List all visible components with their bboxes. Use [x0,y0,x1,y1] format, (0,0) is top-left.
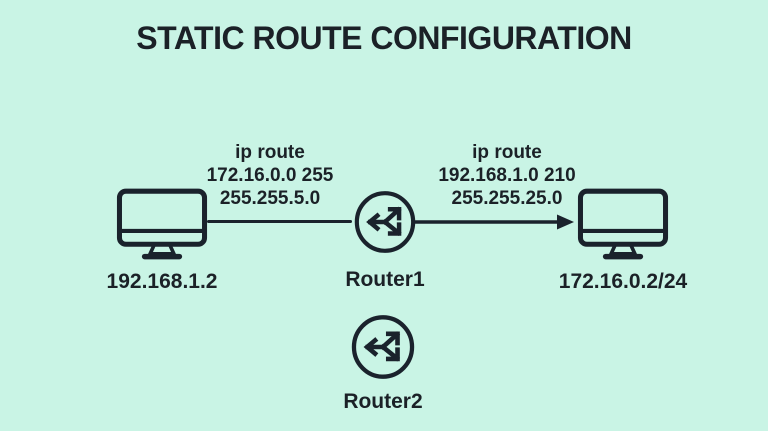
pc-right-label: 172.16.0.2/24 [558,270,688,293]
right-caption-line-2: 192.168.1.0 210 [438,165,576,186]
router-icon [354,191,416,253]
computer-icon [577,188,669,260]
arrowhead-icon [557,214,574,230]
right-caption-line-1: ip route [472,142,542,163]
link-line-pc-to-router1 [207,220,352,223]
pc-left-label: 192.168.1.2 [106,270,218,293]
router1-label: Router1 [345,268,425,291]
node-pc-right: 172.16.0.2/24 [538,188,708,294]
left-caption-line-3: 255.255.5.0 [219,188,321,209]
right-caption-line-3: 255.255.25.0 [451,188,563,209]
left-caption-line-2: 172.16.0.0 255 [206,165,334,186]
left-link-caption: ip route 172.16.0.0 255 255.255.5.0 [165,141,375,210]
router2-label: Router2 [343,390,423,413]
router-icon [351,315,415,379]
link-arrow-router1-to-pc [414,214,574,230]
page-title: STATIC ROUTE CONFIGURATION [136,20,632,56]
left-caption-line-1: ip route [235,142,305,163]
right-link-caption: ip route 192.168.1.0 210 255.255.25.0 [402,141,612,210]
node-router1: Router1 [305,190,465,292]
node-router2: Router2 [303,313,463,414]
computer-icon [116,188,208,260]
node-pc-left: 192.168.1.2 [82,188,242,294]
